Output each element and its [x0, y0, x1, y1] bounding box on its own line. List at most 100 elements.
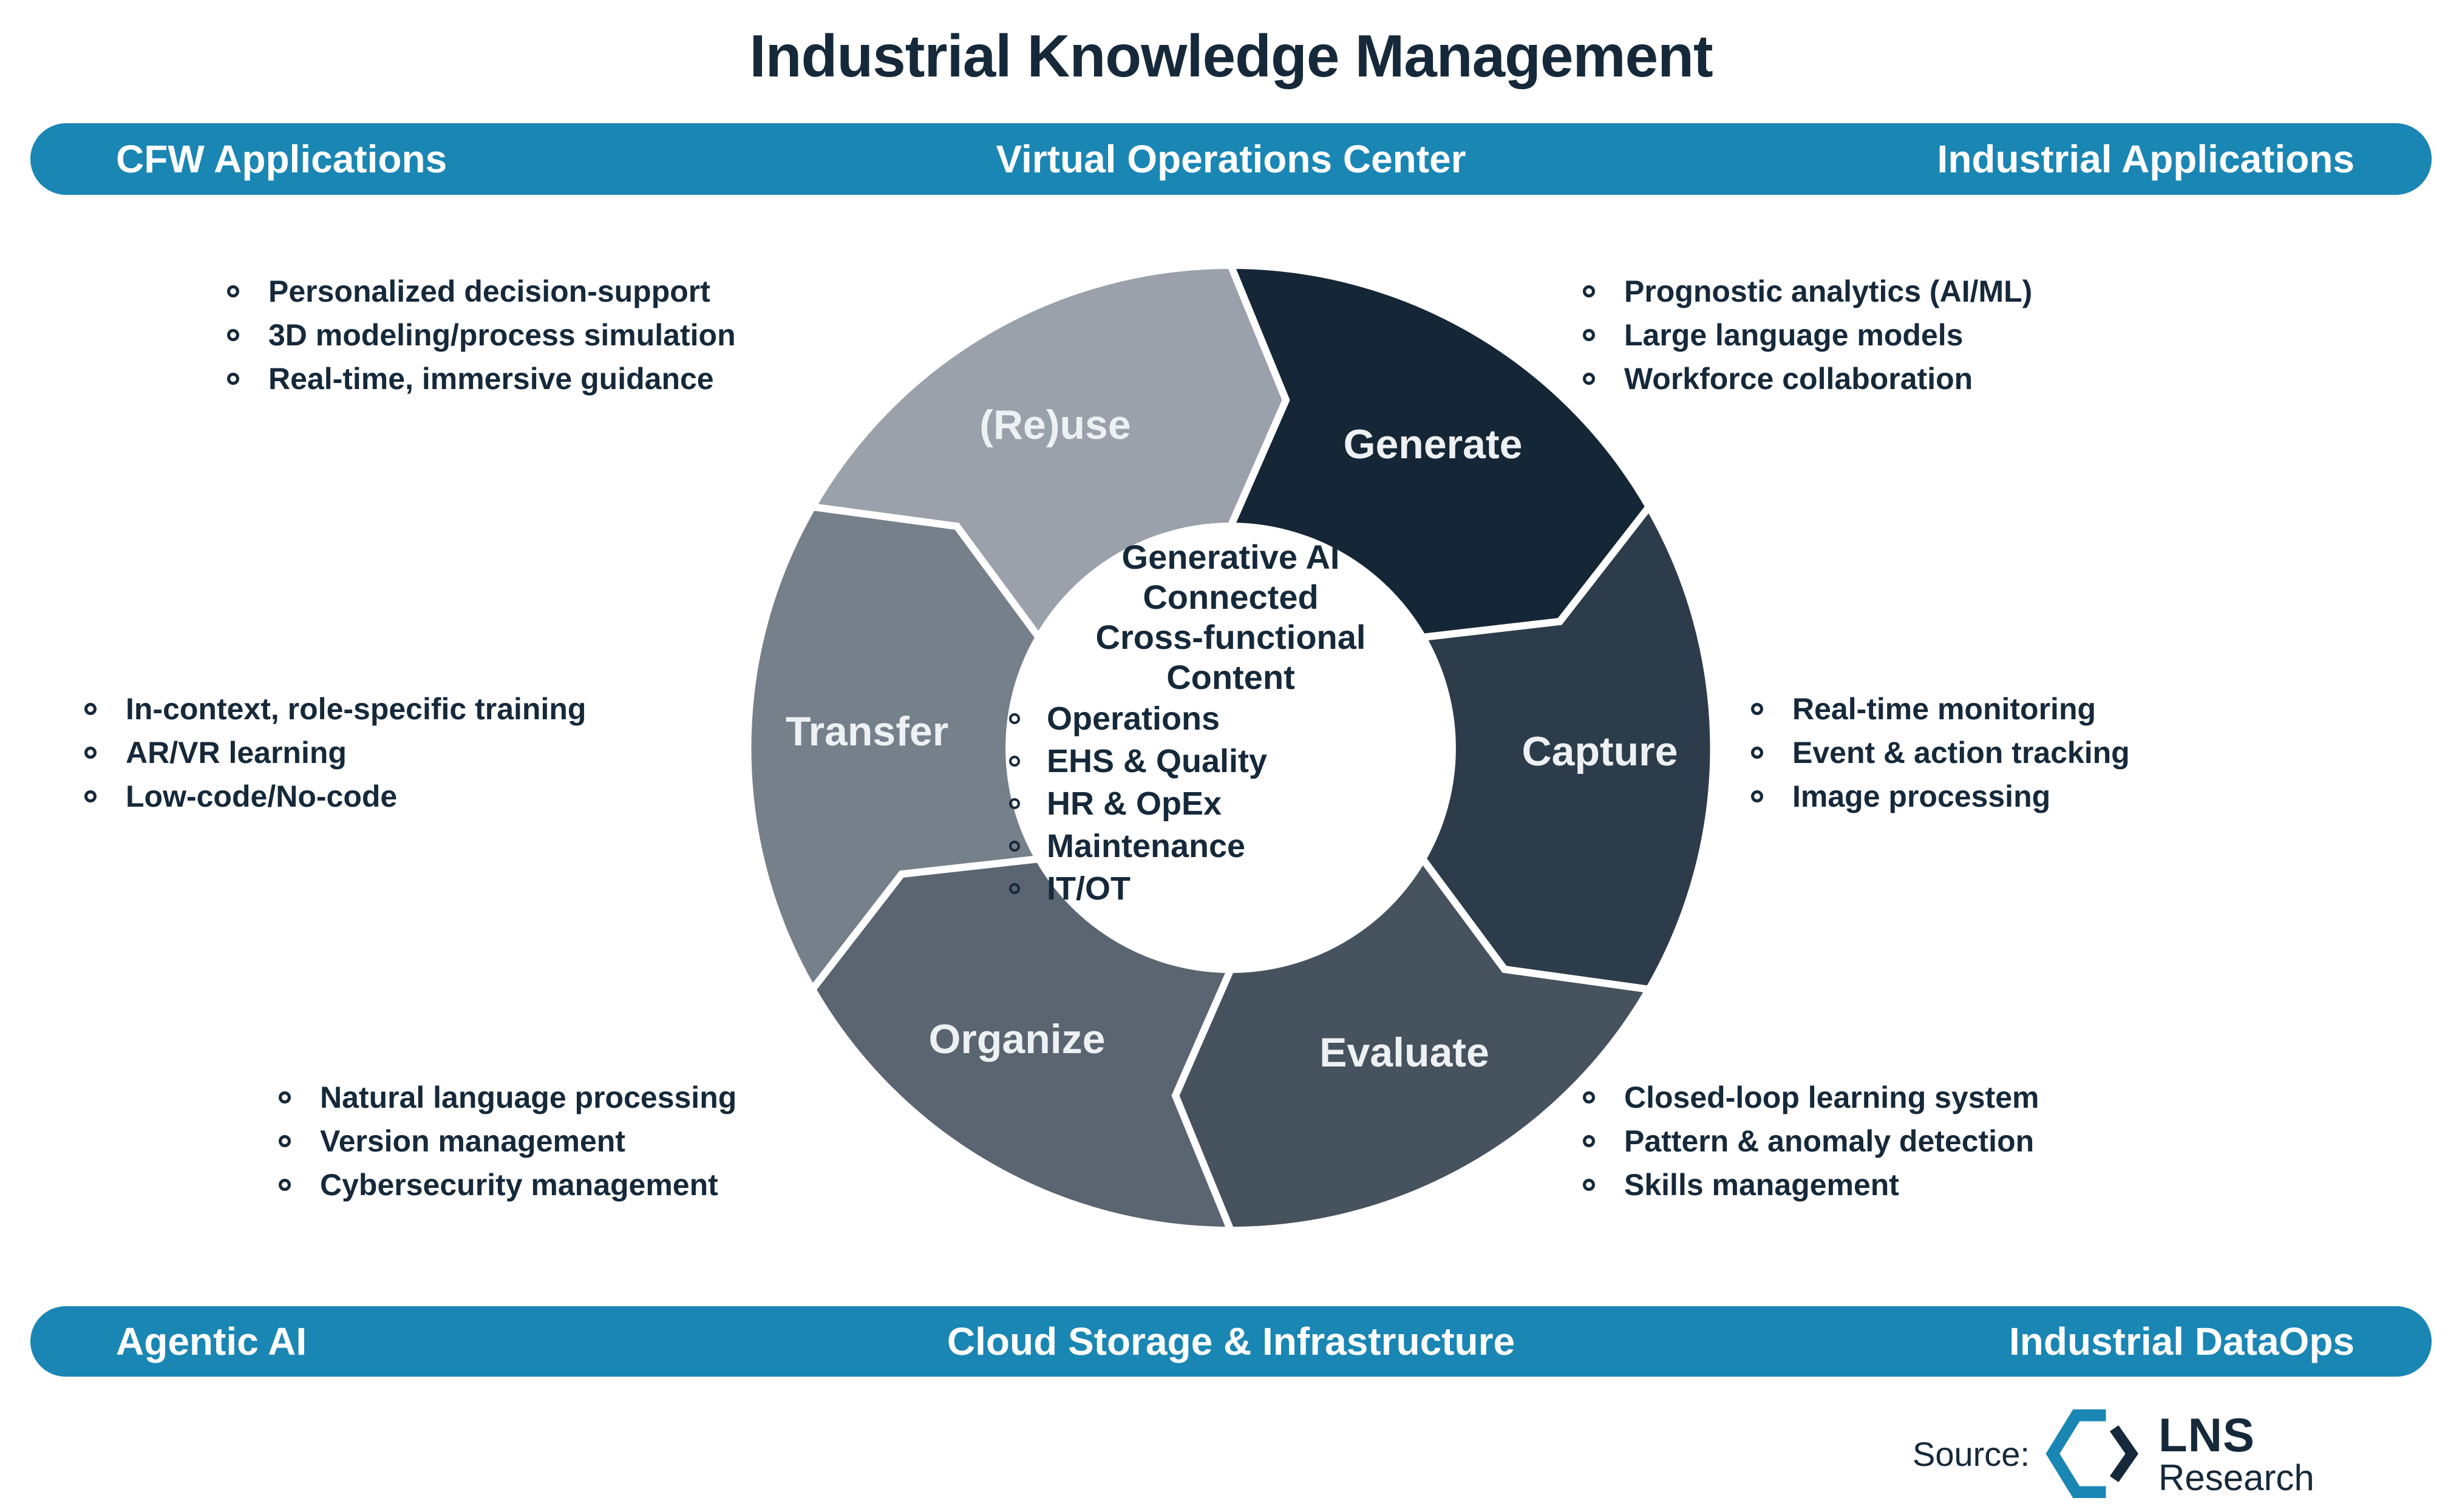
segment-capture-label: Capture — [1522, 728, 1678, 775]
list-item-text: In-context, role-specific training — [126, 692, 587, 726]
center-heading-line: Generative AI — [1121, 538, 1340, 576]
list-item: EHS & Quality — [1009, 740, 1452, 782]
generate-feature-list: Prognostic analytics (AI/ML) Large langu… — [1583, 270, 2032, 401]
bullet-ring-icon — [84, 703, 97, 715]
segment-evaluate-shape — [1171, 852, 1655, 1235]
list-item: Operations — [1009, 697, 1452, 740]
segment-transfer-shape — [744, 503, 1045, 996]
evaluate-feature-list: Closed-loop learning system Pattern & an… — [1583, 1076, 2039, 1207]
list-item: Pattern & anomaly detection — [1583, 1119, 2039, 1163]
segment-evaluate-label: Evaluate — [1319, 1029, 1489, 1076]
list-item: Version management — [279, 1119, 736, 1163]
bullet-ring-icon — [1583, 373, 1595, 385]
list-item: Event & action tracking — [1751, 731, 2130, 775]
segment-generate-label: Generate — [1344, 421, 1523, 467]
bullet-ring-icon — [1583, 1091, 1595, 1103]
list-item-text: 3D modeling/process simulation — [268, 318, 736, 352]
center-items-list: Operations EHS & Quality HR & OpEx Maint… — [1009, 697, 1452, 910]
list-item: Maintenance — [1009, 825, 1452, 867]
list-item-text: Maintenance — [1047, 828, 1246, 864]
list-item-text: Event & action tracking — [1792, 736, 2130, 770]
list-item: Low-code/No-code — [84, 775, 586, 818]
source-attribution: Source: LNS Research — [1913, 1408, 2314, 1499]
organize-feature-list: Natural language processing Version mana… — [279, 1076, 736, 1207]
segment-transfer-label: Transfer — [786, 708, 948, 754]
list-item: Natural language processing — [279, 1076, 736, 1119]
list-item-text: Real-time, immersive guidance — [268, 362, 714, 396]
list-item: AR/VR learning — [84, 731, 586, 775]
list-item: Prognostic analytics (AI/ML) — [1583, 270, 2032, 313]
bottom-banner-right-label: Industrial DataOps — [2009, 1320, 2355, 1363]
bullet-ring-icon — [1583, 1135, 1595, 1147]
list-item-text: Skills management — [1624, 1168, 1899, 1202]
bullet-ring-icon — [1009, 756, 1020, 767]
source-label: Source: — [1913, 1434, 2030, 1473]
list-item-text: Operations — [1047, 700, 1220, 737]
list-item: Large language models — [1583, 313, 2032, 357]
transfer-feature-list: In-context, role-specific training AR/VR… — [84, 687, 586, 818]
list-item: Personalized decision-support — [227, 270, 736, 313]
bullet-ring-icon — [279, 1135, 291, 1147]
list-item: Image processing — [1751, 775, 2130, 818]
list-item: HR & OpEx — [1009, 782, 1452, 825]
bullet-ring-icon — [279, 1091, 291, 1103]
cycle-center-heading: Generative AI Connected Cross-functional… — [1009, 526, 1452, 697]
knowledge-cycle-diagram: Generate Capture Evaluate Organize Trans… — [744, 261, 1718, 1235]
list-item-text: Pattern & anomaly detection — [1624, 1124, 2035, 1158]
list-item: 3D modeling/process simulation — [227, 313, 736, 357]
list-item: Closed-loop learning system — [1583, 1076, 2039, 1119]
center-heading-line: Content — [1166, 658, 1295, 696]
bullet-ring-icon — [1583, 329, 1595, 341]
lns-logo-line1: LNS — [2158, 1408, 2255, 1462]
bullet-ring-icon — [1009, 713, 1020, 724]
list-item-text: Low-code/No-code — [126, 779, 398, 813]
bottom-banner-center-label: Cloud Storage & Infrastructure — [947, 1320, 1515, 1363]
bullet-ring-icon — [84, 790, 97, 802]
bullet-ring-icon — [1583, 1179, 1595, 1191]
list-item: Skills management — [1583, 1163, 2039, 1207]
list-item-text: Closed-loop learning system — [1624, 1080, 2039, 1114]
list-item-text: Natural language processing — [320, 1080, 737, 1114]
bullet-ring-icon — [1009, 798, 1020, 809]
bullet-ring-icon — [227, 285, 239, 297]
bottom-banner: Agentic AI Cloud Storage & Infrastructur… — [30, 1306, 2432, 1377]
list-item-text: AR/VR learning — [126, 736, 347, 770]
lns-logo-text: LNS Research — [2158, 1411, 2314, 1497]
center-heading-line: Cross-functional — [1095, 618, 1366, 656]
segment-organize-label: Organize — [929, 1016, 1106, 1062]
bullet-ring-icon — [227, 329, 239, 341]
bullet-ring-icon — [1751, 703, 1763, 715]
list-item: Real-time monitoring — [1751, 687, 2130, 731]
list-item-text: Real-time monitoring — [1792, 692, 2096, 726]
list-item-text: EHS & Quality — [1047, 743, 1268, 779]
center-heading-line: Connected — [1143, 578, 1319, 616]
segment-reuse-shape — [806, 261, 1290, 644]
top-banner-right-label: Industrial Applications — [1937, 137, 2355, 181]
bullet-ring-icon — [279, 1179, 291, 1191]
lns-logo-line2: Research — [2158, 1457, 2314, 1498]
list-item: IT/OT — [1009, 867, 1452, 910]
segment-generate-shape — [1225, 261, 1654, 642]
bullet-ring-icon — [1009, 841, 1020, 852]
cycle-center: Generative AI Connected Cross-functional… — [1009, 526, 1452, 969]
list-item-text: Workforce collaboration — [1624, 362, 1973, 396]
top-banner-left-label: CFW Applications — [116, 137, 447, 181]
list-item: Real-time, immersive guidance — [227, 357, 736, 401]
list-item-text: IT/OT — [1047, 870, 1131, 907]
segment-organize-shape — [808, 855, 1237, 1235]
reuse-feature-list: Personalized decision-support 3D modelin… — [227, 270, 736, 401]
segment-reuse-label: (Re)use — [979, 402, 1131, 448]
bullet-ring-icon — [1583, 285, 1595, 297]
bullet-ring-icon — [227, 373, 239, 385]
list-item-text: Personalized decision-support — [268, 274, 710, 308]
list-item-text: Prognostic analytics (AI/ML) — [1624, 274, 2033, 308]
list-item: Cybersecurity management — [279, 1163, 736, 1207]
segment-capture-shape — [1416, 500, 1718, 994]
top-banner-center-label: Virtual Operations Center — [996, 137, 1466, 181]
list-item-text: Version management — [320, 1124, 625, 1158]
top-banner: CFW Applications Virtual Operations Cent… — [30, 123, 2432, 195]
list-item-text: HR & OpEx — [1047, 785, 1222, 822]
capture-feature-list: Real-time monitoring Event & action trac… — [1751, 687, 2130, 818]
lns-logo-icon — [2045, 1409, 2138, 1498]
list-item-text: Large language models — [1624, 318, 1964, 352]
